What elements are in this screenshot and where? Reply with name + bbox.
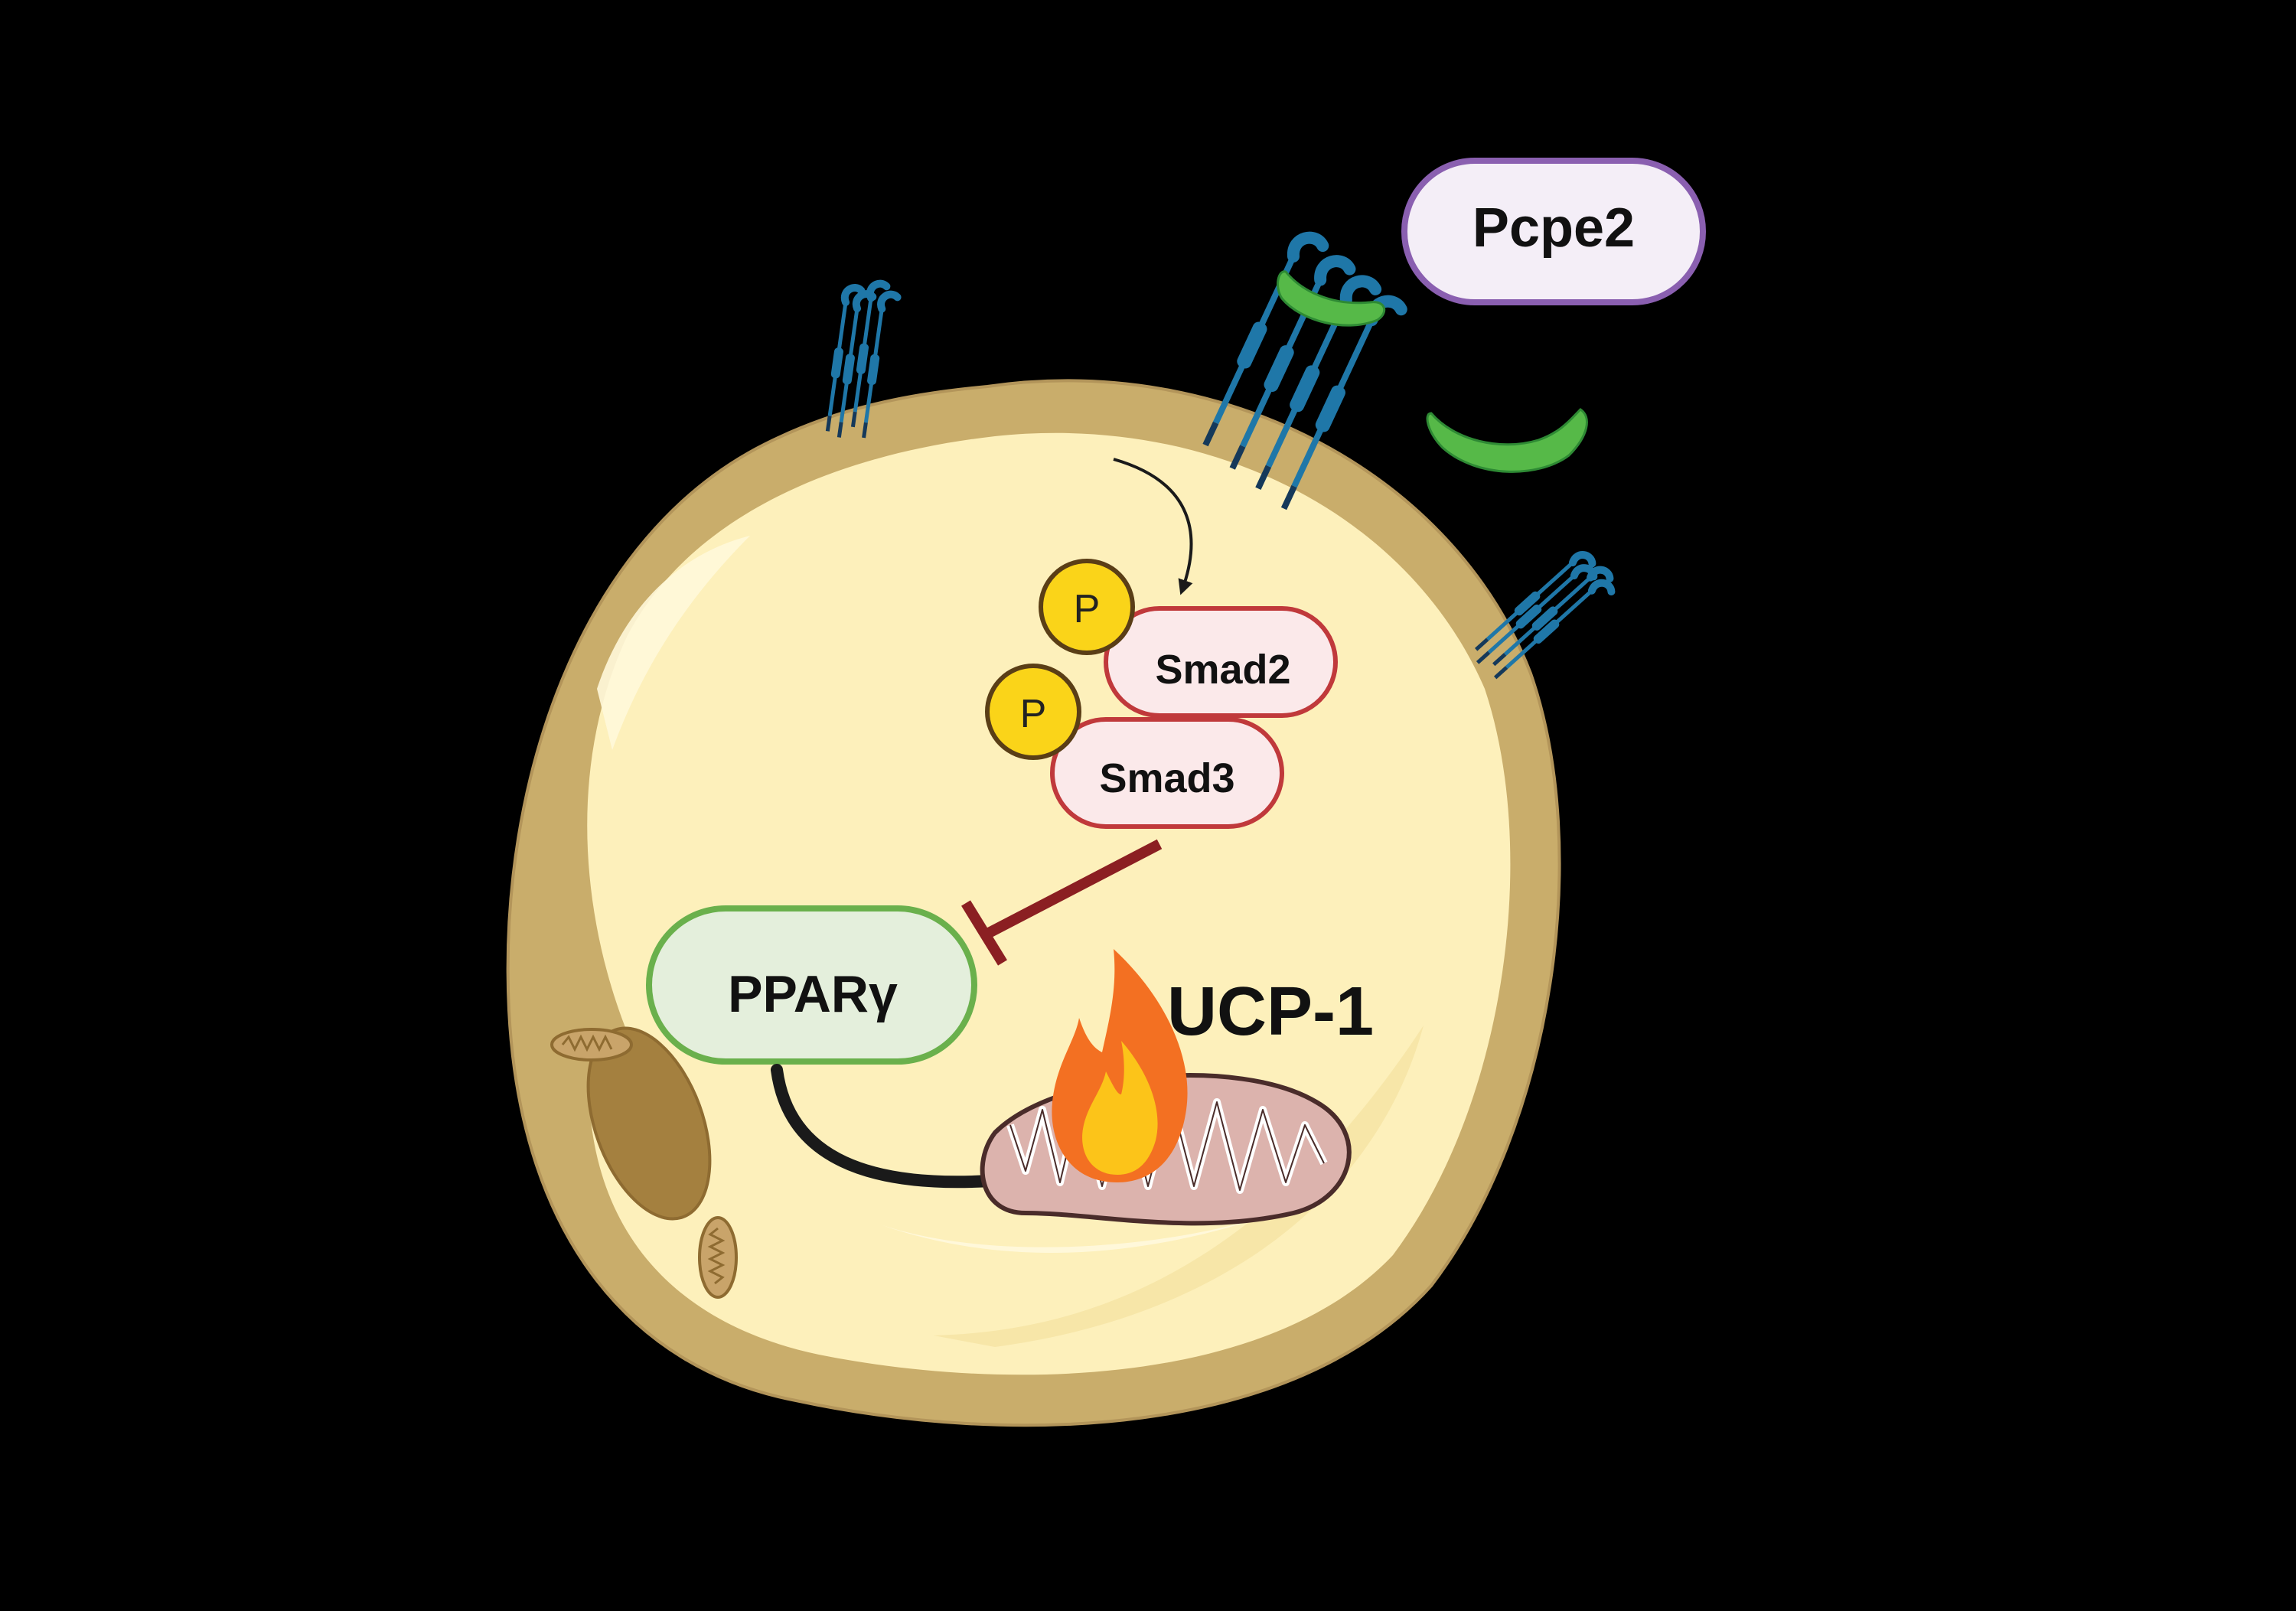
smad2-text: Smad2 — [1155, 647, 1290, 693]
receptor-cluster-active — [1189, 230, 1413, 518]
ppar-box — [646, 905, 977, 1065]
membrane-highlight — [597, 536, 750, 750]
inhibition-arrow — [961, 839, 1163, 966]
phospho-circle-2 — [985, 664, 1081, 760]
flame-icon — [1052, 949, 1188, 1182]
ucp1-text: UCP-1 — [1167, 973, 1374, 1050]
smad3-text: Smad3 — [1099, 755, 1234, 801]
pcpe2-label: Pcpe2 — [1401, 158, 1706, 305]
mitochondrion-small-2 — [698, 1216, 738, 1299]
phospho-circle-1 — [1039, 559, 1135, 655]
pcpe2-text: Pcpe2 — [1473, 197, 1635, 259]
signal-arrow — [1113, 458, 1193, 595]
nucleus — [586, 1026, 712, 1221]
bound-ligand-protein — [1277, 270, 1386, 327]
ppar-text: PPARγ — [728, 965, 898, 1023]
phospho-text-2: P — [1020, 692, 1047, 736]
phospho-text-1: P — [1074, 587, 1101, 631]
cytoplasm-highlight — [880, 1217, 1263, 1254]
ppar-group: PPARγ — [646, 905, 977, 1065]
adipocyte-cell — [506, 379, 1561, 1427]
smad2-box — [1104, 606, 1338, 718]
smad2-group: Smad2 P — [1039, 559, 1338, 718]
free-ligand-protein — [1426, 408, 1588, 473]
smad3-group: Smad3 P — [985, 664, 1284, 829]
smad3-box — [1050, 717, 1284, 829]
mitochondrion-small-1 — [550, 1028, 633, 1061]
